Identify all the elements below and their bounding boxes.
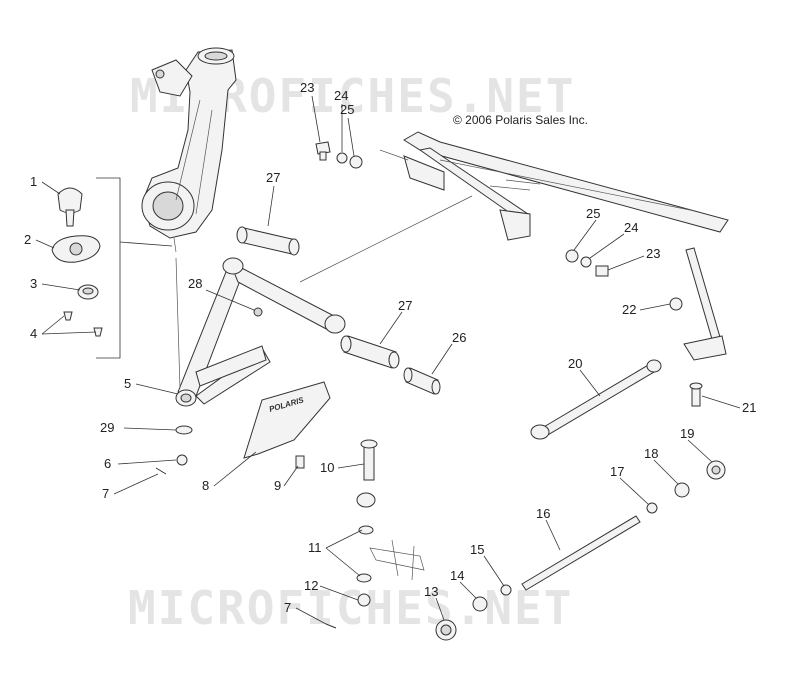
washer-29 xyxy=(175,425,193,435)
rod-end-18 xyxy=(674,482,690,498)
callout-18: 18 xyxy=(644,446,658,461)
callout-8: 8 xyxy=(202,478,209,493)
callout-9: 9 xyxy=(274,478,281,493)
jam-nut-17 xyxy=(646,502,658,514)
washer-top-left-b xyxy=(349,155,363,169)
ball-joint-screws xyxy=(63,311,103,337)
washer-right-a xyxy=(565,249,579,263)
nut-a-arm xyxy=(253,307,263,317)
callout-5: 5 xyxy=(124,376,131,391)
washer-11b xyxy=(356,573,372,583)
callout-23-left: 23 xyxy=(300,80,314,95)
callout-6: 6 xyxy=(104,456,111,471)
callout-27-top: 27 xyxy=(266,170,280,185)
callout-15: 15 xyxy=(470,542,484,557)
washer-11a xyxy=(358,525,374,535)
rod-end-13-hole xyxy=(440,624,452,636)
bolt-21 xyxy=(689,382,703,407)
callout-26: 26 xyxy=(452,330,466,345)
bushing-inner xyxy=(403,367,441,395)
callout-21: 21 xyxy=(742,400,756,415)
callout-13: 13 xyxy=(424,584,438,599)
callout-1: 1 xyxy=(30,174,37,189)
bushing-upper xyxy=(236,226,300,256)
callout-7-left: 7 xyxy=(102,486,109,501)
bracket-11 xyxy=(369,539,425,581)
callout-23-right: 23 xyxy=(646,246,660,261)
callout-24-left: 24 xyxy=(334,88,348,103)
rod-end-19-hole xyxy=(711,465,721,475)
callout-20: 20 xyxy=(568,356,582,371)
callout-16: 16 xyxy=(536,506,550,521)
callout-14: 14 xyxy=(450,568,464,583)
spacer xyxy=(356,492,376,508)
callout-3: 3 xyxy=(30,276,37,291)
callout-19: 19 xyxy=(680,426,694,441)
callout-7-bottom: 7 xyxy=(284,600,291,615)
callout-4: 4 xyxy=(30,326,37,341)
callout-29: 29 xyxy=(100,420,114,435)
callout-28: 28 xyxy=(188,276,202,291)
callout-17: 17 xyxy=(610,464,624,479)
rod-end-14 xyxy=(472,596,488,612)
kit-leader xyxy=(119,241,173,247)
frame-leader xyxy=(299,195,473,283)
a-arm xyxy=(175,257,346,407)
frame xyxy=(379,131,729,241)
callout-27-middle: 27 xyxy=(398,298,412,313)
callouts: 1 2 3 4 5 6 7 7 8 9 10 11 12 13 14 15 16… xyxy=(24,80,756,615)
ball-joint-plate xyxy=(51,235,101,263)
cotter-pin-b xyxy=(325,623,337,629)
watermark-bottom: MICROFICHES.NET xyxy=(128,581,573,635)
callout-12: 12 xyxy=(304,578,318,593)
washer-top-left-a xyxy=(336,152,348,164)
bushing-lower xyxy=(340,335,400,369)
steering-knuckle xyxy=(141,47,237,253)
ball-joint-boot xyxy=(77,284,99,300)
frame-tube-right xyxy=(683,247,727,361)
ball-joint xyxy=(57,187,83,227)
nut-right xyxy=(669,297,683,311)
bolt-right xyxy=(595,265,609,277)
callout-11: 11 xyxy=(308,540,322,555)
kit-bracket xyxy=(96,177,121,359)
a-arm-guard: POLARIS xyxy=(243,381,331,459)
bolt-top-left xyxy=(315,141,331,161)
callout-10: 10 xyxy=(320,460,334,475)
jam-nut-15 xyxy=(500,584,512,596)
tie-rod-assembly xyxy=(530,359,662,440)
castle-nut-6 xyxy=(176,454,188,466)
callout-24-right: 24 xyxy=(624,220,638,235)
callout-25-right: 25 xyxy=(586,206,600,221)
washer-right-b xyxy=(580,256,592,268)
nut-12 xyxy=(357,593,371,607)
steering-rod xyxy=(521,515,641,591)
leader-lines xyxy=(35,95,741,625)
copyright-text: © 2006 Polaris Sales Inc. xyxy=(453,113,588,127)
callout-2: 2 xyxy=(24,232,31,247)
cotter-pin-a xyxy=(155,467,167,475)
callout-22: 22 xyxy=(622,302,636,317)
bolt-9 xyxy=(295,455,305,469)
callout-25-left: 25 xyxy=(340,102,354,117)
bolt-10 xyxy=(360,439,378,481)
